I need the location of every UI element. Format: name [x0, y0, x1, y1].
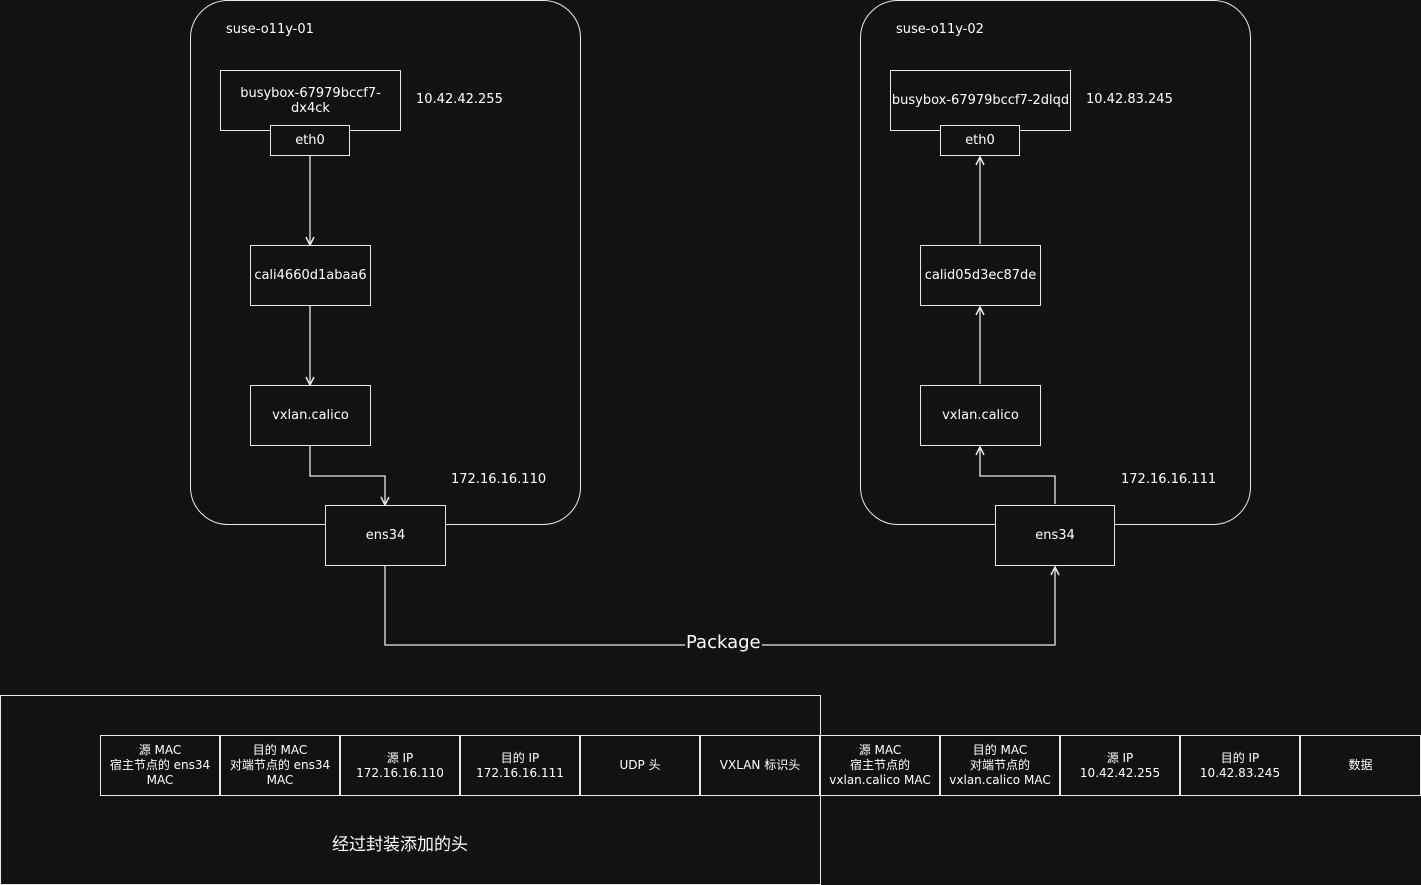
header-cell: 目的 IP 172.16.16.111: [460, 735, 580, 796]
header-cell: UDP 头: [580, 735, 700, 796]
cali-box-1: cali4660d1abaa6: [250, 245, 371, 306]
eth0-label-2: eth0: [965, 133, 995, 148]
header-line: 源 MAC: [138, 743, 182, 757]
header-line: 172.16.16.110: [356, 765, 444, 780]
ens34-label-1: ens34: [365, 528, 406, 543]
vxlan-box-2: vxlan.calico: [920, 385, 1041, 446]
header-line: MAC: [266, 773, 294, 787]
cali-label-1: cali4660d1abaa6: [254, 268, 367, 283]
header-cell: 目的 MAC 对端节点的 vxlan.calico MAC: [940, 735, 1060, 796]
header-line: 数据: [1348, 758, 1373, 772]
header-line: MAC: [146, 773, 174, 787]
header-line: UDP 头: [619, 758, 661, 772]
header-cell: 数据: [1300, 735, 1421, 796]
host-name-2: suse-o11y-02: [896, 22, 984, 37]
ens34-box-1: ens34: [325, 505, 446, 566]
header-line: 对端节点的: [969, 758, 1030, 772]
header-line: 10.42.83.245: [1199, 765, 1281, 780]
header-line: 目的 IP: [500, 750, 540, 765]
header-cell: 目的 IP 10.42.83.245: [1180, 735, 1300, 796]
header-line: 目的 IP: [1220, 750, 1260, 765]
header-line: 目的 MAC: [252, 743, 308, 757]
header-cell: 源 MAC 宿主节点的 vxlan.calico MAC: [820, 735, 940, 796]
header-cell: 源 MAC 宿主节点的 ens34 MAC: [100, 735, 220, 796]
arrow-vxlan-to-ens34-1: [309, 446, 385, 504]
eth0-box-2: eth0: [940, 125, 1020, 156]
vxlan-box-1: vxlan.calico: [250, 385, 371, 446]
header-line: 对端节点的 ens34: [229, 758, 331, 772]
ens34-label-2: ens34: [1035, 528, 1075, 543]
ens34-box-2: ens34: [995, 505, 1115, 566]
header-line: 目的 MAC: [972, 743, 1028, 757]
host-name-1: suse-o11y-01: [226, 22, 314, 37]
header-cell: 源 IP 10.42.42.255: [1060, 735, 1180, 796]
header-line: VXLAN 标识头: [719, 758, 801, 772]
pod-box-1: busybox-67979bccf7-dx4ck: [220, 70, 401, 131]
header-line: vxlan.calico MAC: [949, 773, 1051, 787]
pod-ip-2: 10.42.83.245: [1086, 92, 1173, 107]
header-line: 源 IP: [1106, 750, 1134, 765]
header-cell: 源 IP 172.16.16.110: [340, 735, 460, 796]
pod-name-1: busybox-67979bccf7-dx4ck: [240, 85, 381, 116]
pod-name-2: busybox-67979bccf7-2dlqd: [891, 93, 1070, 108]
eth0-box-1: eth0: [270, 125, 350, 156]
vxlan-label-1: vxlan.calico: [272, 408, 349, 423]
header-line: 10.42.42.255: [1079, 765, 1161, 780]
encapsulation-caption: 经过封装添加的头: [332, 835, 468, 855]
host-ip-2: 172.16.16.111: [1121, 472, 1217, 487]
package-label: Package: [685, 632, 762, 653]
vxlan-label-2: vxlan.calico: [942, 408, 1019, 423]
header-line: 宿主节点的 ens34: [109, 758, 211, 772]
cali-box-2: calid05d3ec87de: [920, 245, 1041, 306]
cali-label-2: calid05d3ec87de: [924, 268, 1037, 283]
pod-box-2: busybox-67979bccf7-2dlqd: [890, 70, 1071, 131]
header-line: 宿主节点的: [849, 758, 910, 772]
pod-ip-1: 10.42.42.255: [416, 92, 503, 107]
header-line: 源 IP: [386, 750, 414, 765]
header-line: 源 MAC: [858, 743, 902, 757]
eth0-label-1: eth0: [295, 133, 325, 148]
host-ip-1: 172.16.16.110: [451, 472, 547, 487]
header-line: vxlan.calico MAC: [829, 773, 931, 787]
header-cell: 目的 MAC 对端节点的 ens34 MAC: [220, 735, 340, 796]
header-cell: VXLAN 标识头: [700, 735, 820, 796]
header-line: 172.16.16.111: [476, 765, 564, 780]
arrow-ens34-to-vxlan-2: [980, 448, 1056, 504]
